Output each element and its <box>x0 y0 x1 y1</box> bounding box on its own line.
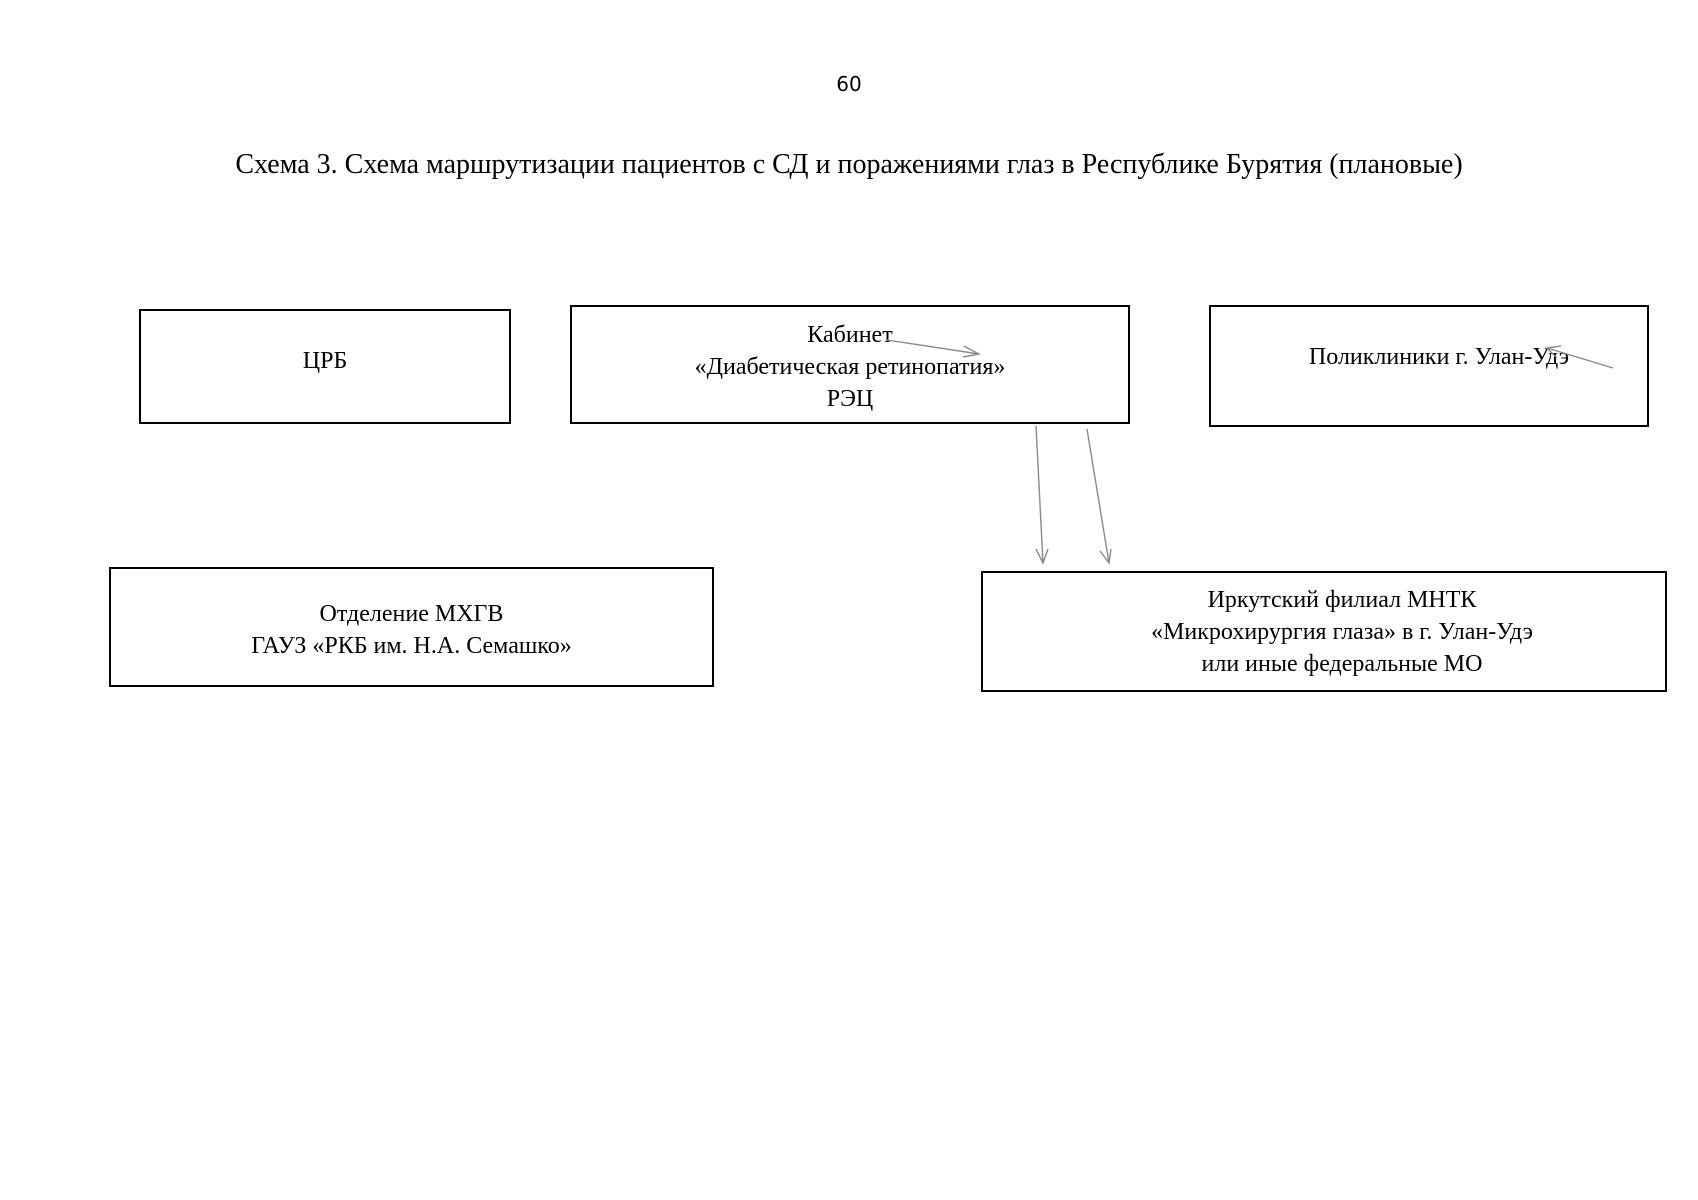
arrow-cabinet-to-irkutsk-1 <box>1035 425 1049 565</box>
arrow-cabinet-to-irkutsk-1-shaft <box>1035 425 1044 564</box>
node-crb: ЦРБ <box>139 309 511 424</box>
arrow-cabinet-to-irkutsk-2-head <box>1099 548 1112 565</box>
node-mhgv-line-1: Отделение МХГВ <box>319 601 504 627</box>
node-irkutsk-line-3: или иные федеральные МО <box>1201 651 1483 677</box>
arrow-cabinet-to-irkutsk-2 <box>1086 428 1112 565</box>
node-polyclinics: Поликлиники г. Улан-Удэ <box>1209 305 1649 427</box>
arrow-cabinet-to-irkutsk-1-head <box>1035 548 1049 565</box>
node-mhgv-line-2: ГАУЗ «РКБ им. Н.А. Семашко» <box>251 633 572 659</box>
node-irkutsk-branch: Иркутский филиал МНТК «Микрохирургия гла… <box>981 571 1667 692</box>
node-irkutsk-line-2: «Микрохирургия глаза» в г. Улан-Удэ <box>1151 619 1533 645</box>
node-cabinet-line-3: РЭЦ <box>826 386 874 412</box>
node-mhgv-department: Отделение МХГВ ГАУЗ «РКБ им. Н.А. Семашк… <box>109 567 714 687</box>
node-diabetic-retinopathy-cabinet: Кабинет «Диабетическая ретинопатия» РЭЦ <box>570 305 1130 424</box>
page-number: 60 <box>836 72 862 96</box>
diagram-title: Схема 3. Схема маршрутизации пациентов с… <box>235 149 1463 180</box>
node-polyclinics-label: Поликлиники г. Улан-Удэ <box>1308 344 1570 370</box>
node-irkutsk-line-1: Иркутский филиал МНТК <box>1207 587 1477 613</box>
node-cabinet-line-2: «Диабетическая ретинопатия» <box>694 354 1006 380</box>
arrow-cabinet-to-irkutsk-2-shaft <box>1086 428 1110 564</box>
node-crb-label: ЦРБ <box>302 348 348 374</box>
node-cabinet-line-1: Кабинет <box>807 322 893 348</box>
